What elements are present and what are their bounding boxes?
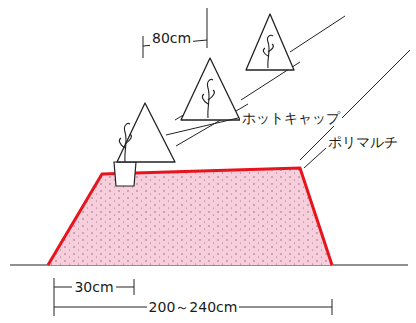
poly-mulch <box>48 168 332 265</box>
dimension-label: 200～240cm <box>147 299 240 315</box>
hot-caps <box>117 14 294 162</box>
seedlings <box>119 35 273 162</box>
width-dimensions <box>54 278 332 316</box>
part-label: ポリマルチ <box>326 134 400 150</box>
dimension-label: 30cm <box>72 279 115 295</box>
part-label: ホットキャップ <box>240 110 342 126</box>
soil-ridge <box>48 168 332 265</box>
spacing-dimension <box>143 8 207 58</box>
row-lines <box>175 16 410 160</box>
dimension-label: 80cm <box>150 30 193 46</box>
plant-pot <box>114 162 136 186</box>
